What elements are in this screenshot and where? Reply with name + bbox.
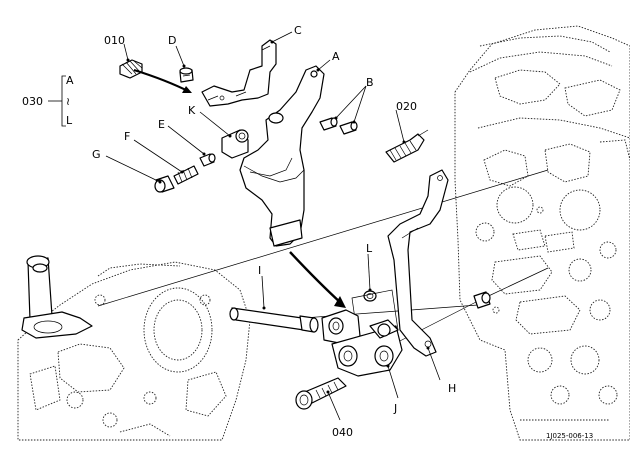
- callout-j: J: [393, 402, 397, 415]
- spring-part-f: [173, 165, 199, 185]
- fork-block-part-j: [321, 309, 403, 377]
- bracket-part-c: [201, 39, 277, 107]
- callout-e: E: [158, 118, 165, 131]
- screw-part-d: [179, 67, 194, 83]
- pin-part-e: [199, 153, 216, 167]
- engine-block-right: [454, 25, 630, 441]
- lever-part-a: [239, 65, 325, 247]
- callout-k: K: [188, 104, 196, 117]
- figure-code: 1J025-006-13: [546, 432, 593, 440]
- callout-g: G: [92, 148, 101, 161]
- callout-h: H: [448, 382, 456, 395]
- spring-part-020: [385, 129, 429, 163]
- callout-010: 010: [104, 34, 125, 47]
- assembly-arrow-010: [133, 69, 192, 93]
- callout-d: D: [168, 34, 176, 47]
- callout-b: B: [366, 76, 374, 89]
- governor-shaft-housing: [21, 255, 93, 339]
- spring-part-010: [119, 59, 143, 79]
- assembly-arrow-a-to-j: [289, 251, 346, 308]
- shaft-part-i: [229, 307, 319, 333]
- callout-020: 020: [396, 100, 417, 113]
- callout-030: 030: [22, 95, 43, 108]
- callout-labels: 010 D C A B 020 K E F G 030 A ≀ L L I H …: [22, 24, 593, 440]
- bracket-bottom: L: [66, 114, 73, 127]
- set-screw-part-g: [154, 175, 175, 193]
- callout-l: L: [366, 242, 373, 255]
- collar-part-k: [221, 129, 249, 159]
- ring-part-l: [363, 290, 377, 302]
- callout-i: I: [258, 264, 261, 277]
- callout-c: C: [294, 24, 302, 37]
- gear-case-left: [17, 261, 251, 441]
- lever-part-h: [387, 169, 449, 357]
- bracket-mid: ≀: [66, 95, 70, 108]
- callout-f: F: [124, 130, 130, 143]
- callout-leaders: [105, 31, 441, 421]
- pins-part-b: [319, 117, 358, 135]
- bracket-top: A: [66, 74, 74, 87]
- callout-a: A: [332, 50, 340, 63]
- bolt-part-040: [295, 377, 347, 410]
- group-bracket-030: [48, 75, 66, 127]
- callout-040: 040: [332, 426, 353, 439]
- bushing: [473, 291, 491, 309]
